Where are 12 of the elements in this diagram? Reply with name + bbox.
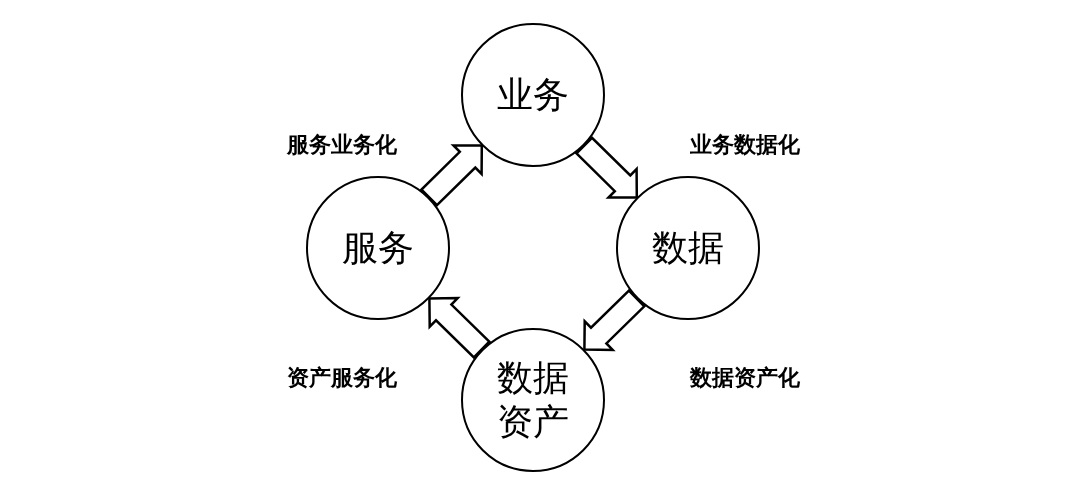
block-arrow bbox=[583, 288, 647, 352]
circle-label: 数据资产 bbox=[496, 356, 570, 444]
circle-label: 数据 bbox=[651, 226, 725, 270]
edge-label: 资产服务化 bbox=[287, 364, 397, 392]
block-arrow bbox=[574, 136, 639, 199]
circle-label: 业务 bbox=[496, 73, 570, 117]
edge-label: 服务业务化 bbox=[287, 131, 397, 159]
circle-label: 服务 bbox=[341, 226, 415, 270]
edge-label: 业务数据化 bbox=[690, 131, 800, 159]
block-arrow bbox=[419, 144, 484, 207]
edge-label: 数据资产化 bbox=[690, 364, 800, 392]
block-arrow bbox=[428, 296, 492, 360]
